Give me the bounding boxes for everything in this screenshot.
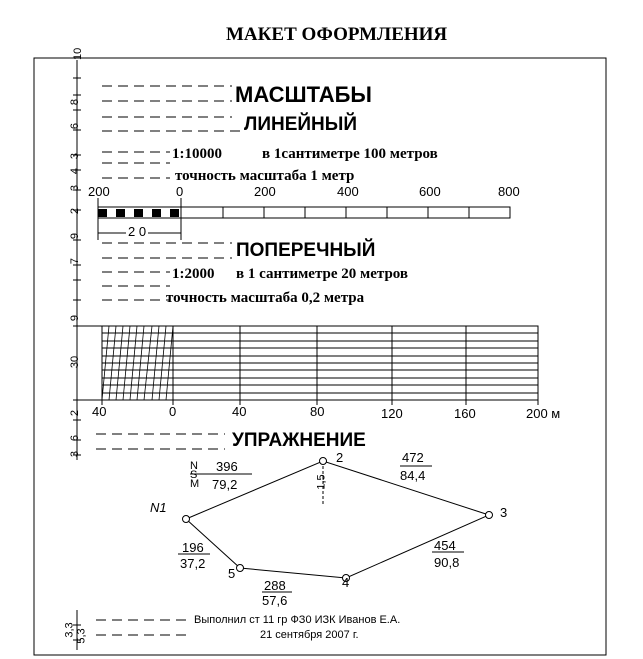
segment-distance: 37,2: [180, 556, 206, 571]
guide-dashes: [96, 85, 240, 636]
side-label: 8: [69, 98, 82, 106]
segment-length: 196: [182, 540, 204, 555]
transverse-tick: 120: [381, 406, 403, 421]
linear-heading: ЛИНЕЙНЫЙ: [244, 114, 358, 135]
transverse-tick: 160: [454, 406, 476, 421]
side-label: 4: [69, 167, 82, 175]
segment-length: 454: [434, 538, 456, 553]
station-label: N1: [150, 500, 167, 515]
side-label: 9: [69, 314, 82, 322]
segment-prefix: M: [190, 478, 200, 490]
traverse-polygon: [178, 460, 491, 593]
segment-length: 288: [264, 578, 286, 593]
side-label: 30: [69, 355, 82, 369]
linear-tick: 400: [337, 184, 359, 199]
transverse-heading: ПОПЕРЕЧНЫЙ: [236, 240, 376, 261]
side-label: 9: [69, 232, 82, 240]
transverse-tick: 40: [92, 404, 107, 419]
linear-tick: 0: [176, 184, 184, 199]
side-label: 3: [69, 152, 82, 160]
segment-distance: 90,8: [434, 555, 460, 570]
linear-tick: 200: [254, 184, 276, 199]
footer-date: 21 сентября 2007 г.: [260, 629, 359, 641]
transverse-description: в 1 сантиметре 20 метров: [236, 266, 409, 282]
linear-tick: 600: [419, 184, 441, 199]
transverse-tick: 0: [169, 404, 177, 419]
linear-scale-bar: [97, 198, 511, 240]
footer-side-label: 5,3: [75, 628, 88, 644]
side-label: 2: [69, 207, 82, 215]
transverse-scale-hlines: [102, 332, 538, 394]
station-label: 2: [336, 450, 344, 465]
scales-heading: МАСШТАБЫ: [235, 82, 372, 107]
side-label: 6: [69, 122, 82, 130]
transverse-accuracy: точность масштаба 0,2 метра: [166, 290, 365, 306]
segment-distance: 57,6: [262, 593, 288, 608]
linear-scale-divisions: [222, 207, 470, 218]
linear-tick: 800: [498, 184, 520, 199]
segment-prefix: S: [190, 469, 198, 481]
transverse-scale-diagonals: [101, 325, 174, 401]
segment-distance: 84,4: [400, 468, 426, 483]
linear-scale-checkers: [98, 209, 179, 217]
vertical-value: 1,5: [315, 474, 328, 490]
side-label: 3: [69, 184, 82, 192]
linear-base-label: 2 0: [126, 224, 149, 239]
linear-tick: 200: [88, 184, 110, 199]
side-label: 3: [69, 450, 82, 458]
transverse-tick: 200 м: [526, 406, 561, 421]
page-frame: [33, 57, 607, 656]
segment-length: 472: [402, 450, 424, 465]
segment-distance: 79,2: [212, 477, 238, 492]
segment-prefix: N: [190, 460, 198, 472]
traverse-stations: [182, 457, 493, 582]
exercise-heading: УПРАЖНЕНИЕ: [232, 430, 366, 451]
transverse-tick: 40: [232, 404, 247, 419]
side-label: 10: [72, 47, 84, 60]
side-label: 6: [69, 434, 82, 442]
linear-accuracy: точность масштаба 1 метр: [175, 168, 355, 184]
transverse-tick: 80: [310, 404, 325, 419]
side-label: 7: [69, 257, 82, 265]
footer-side-label: 3,3: [63, 622, 76, 638]
page-title: МАКЕТ ОФОРМЛЕНИЯ: [226, 24, 448, 45]
linear-description: в 1сантиметре 100 метров: [262, 146, 438, 162]
segment-length: 396: [216, 459, 238, 474]
station-label: 5: [228, 566, 236, 581]
side-label: 2: [69, 409, 82, 417]
transverse-ratio: 1:2000: [172, 266, 215, 282]
station-label: 4: [342, 575, 350, 590]
linear-ratio: 1:10000: [172, 146, 222, 162]
footer-signature: Выполнил ст 11 гр ФЗ0 ИЗК Иванов Е.А.: [194, 614, 401, 626]
station-label: 3: [500, 505, 508, 520]
